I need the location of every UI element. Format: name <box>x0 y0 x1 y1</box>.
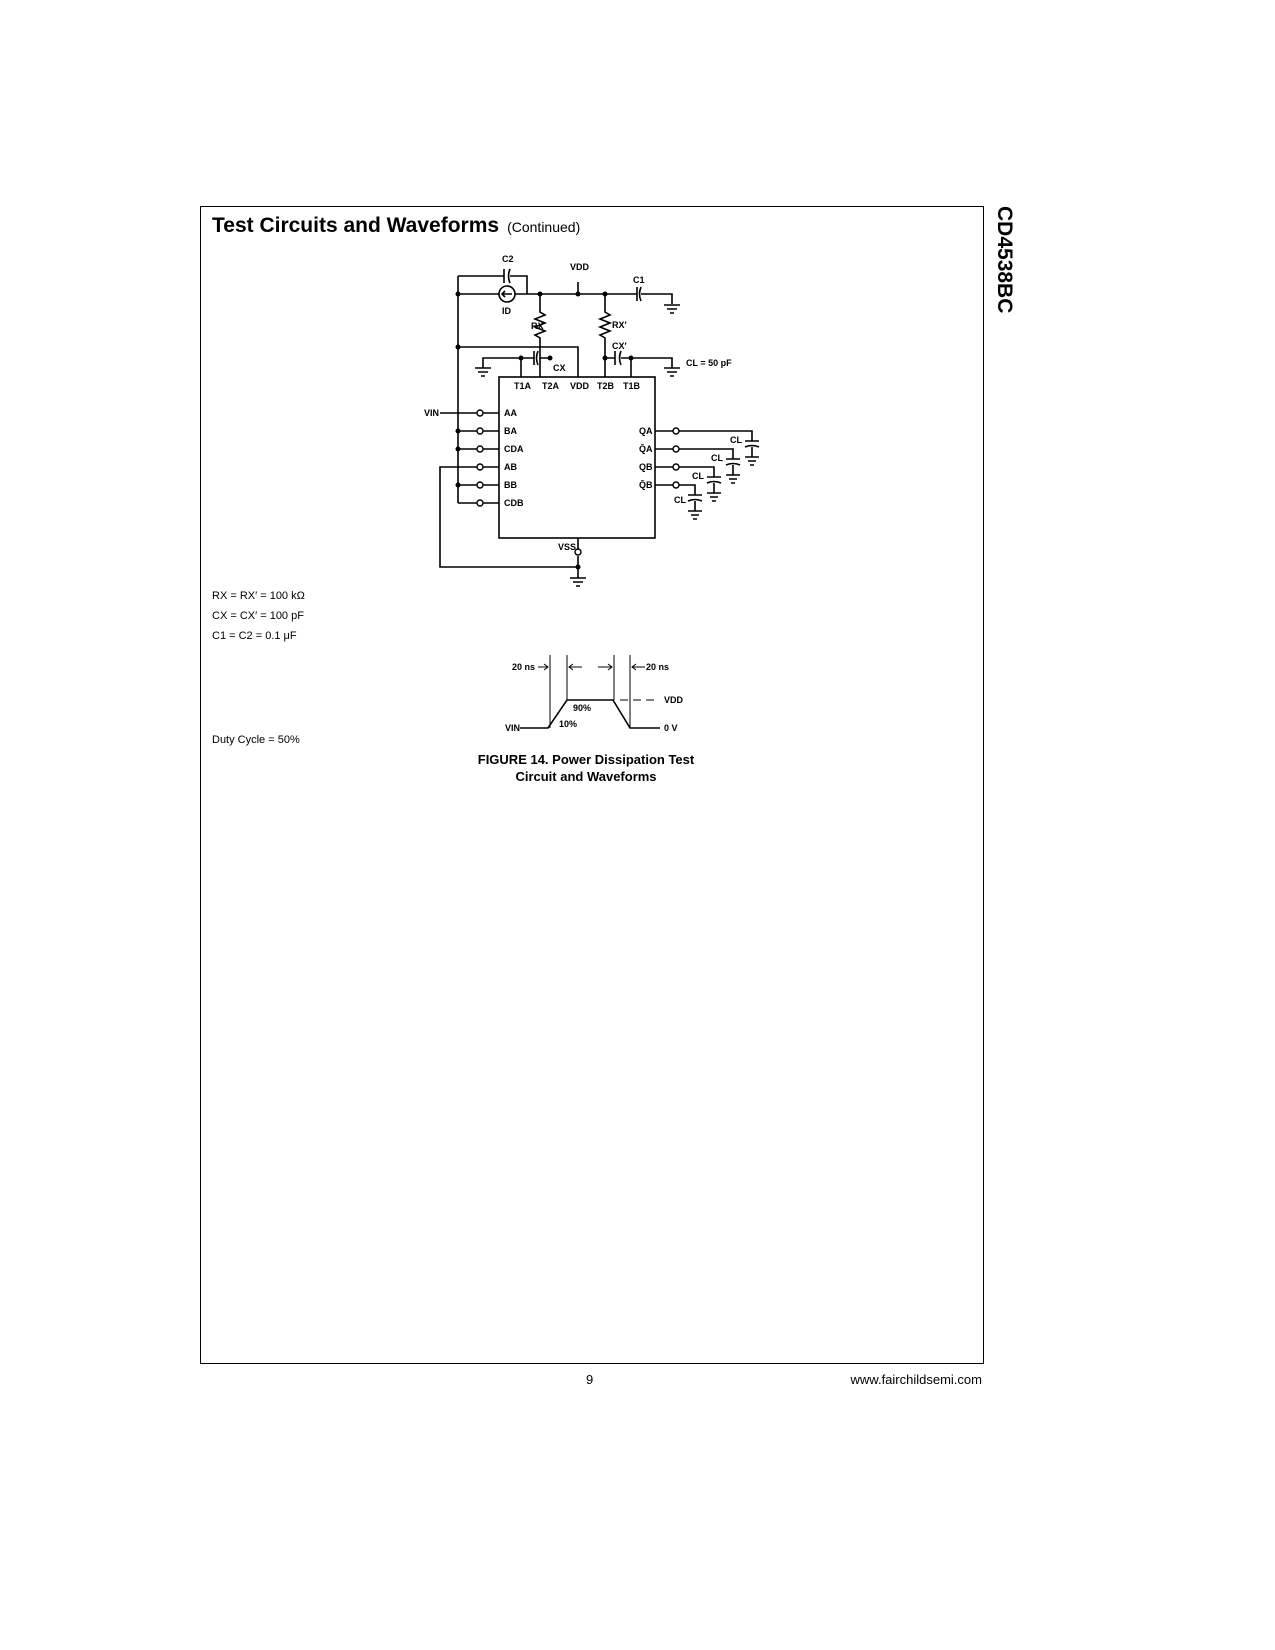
label-id: ID <box>502 306 512 316</box>
label-90pct: 90% <box>573 703 591 713</box>
page-frame <box>200 206 984 1364</box>
label-cl-1: CL <box>730 435 742 445</box>
pin-ba: BA <box>504 426 517 436</box>
waveform <box>520 655 660 729</box>
note-rx: RX = RX′ = 100 kΩ <box>212 590 305 602</box>
label-wave-vdd: VDD <box>664 695 684 705</box>
pin-t1a: T1A <box>514 381 532 391</box>
label-wave-vin: VIN <box>505 723 520 733</box>
part-number: CD4538BC <box>993 206 1016 314</box>
pin-qa: QA <box>639 426 653 436</box>
caption-line-2: Circuit and Waveforms <box>515 769 657 784</box>
pin-t2a: T2A <box>542 381 560 391</box>
website-link[interactable]: www.fairchildsemi.com <box>850 1372 982 1387</box>
pin-vdd: VDD <box>570 381 590 391</box>
pin-cdb: CDB <box>504 498 524 508</box>
label-rx: RX <box>531 321 544 331</box>
label-wave-0v: 0 V <box>664 723 678 733</box>
pin-t2b: T2B <box>597 381 615 391</box>
label-rx2: RX′ <box>612 320 627 330</box>
label-cl-4: CL <box>674 495 686 505</box>
pin-ab: AB <box>504 462 517 472</box>
label-cl-3: CL <box>692 471 704 481</box>
label-cx2: CX′ <box>612 341 627 351</box>
label-c2: C2 <box>502 254 514 264</box>
label-cx: CX <box>553 363 566 373</box>
label-vin: VIN <box>424 408 439 418</box>
label-cl-value: CL = 50 pF <box>686 358 732 368</box>
label-vdd: VDD <box>570 262 590 272</box>
section-title: Test Circuits and Waveforms (Continued) <box>212 214 580 238</box>
label-rise-time: 20 ns <box>512 662 535 672</box>
pin-qb-bar: Q̄B <box>639 480 653 490</box>
pin-cda: CDA <box>504 444 524 454</box>
note-duty-cycle: Duty Cycle = 50% <box>212 734 300 746</box>
note-c: C1 = C2 = 0.1 μF <box>212 630 297 642</box>
label-fall-time: 20 ns <box>646 662 669 672</box>
pin-aa: AA <box>504 408 517 418</box>
note-cx: CX = CX′ = 100 pF <box>212 610 304 622</box>
continued-label: (Continued) <box>507 219 581 235</box>
page-number: 9 <box>586 1372 594 1387</box>
pin-qb: QB <box>639 462 653 472</box>
pin-bb: BB <box>504 480 517 490</box>
label-10pct: 10% <box>559 719 577 729</box>
figure-caption: FIGURE 14. Power Dissipation Test Circui… <box>436 751 736 785</box>
title-text: Test Circuits and Waveforms <box>212 214 500 237</box>
label-cl-2: CL <box>711 453 723 463</box>
label-vss: VSS <box>558 542 576 552</box>
caption-line-1: FIGURE 14. Power Dissipation Test <box>477 752 695 767</box>
label-c1: C1 <box>633 275 645 285</box>
pin-t1b: T1B <box>623 381 641 391</box>
pin-qa-bar: Q̄A <box>639 444 653 454</box>
